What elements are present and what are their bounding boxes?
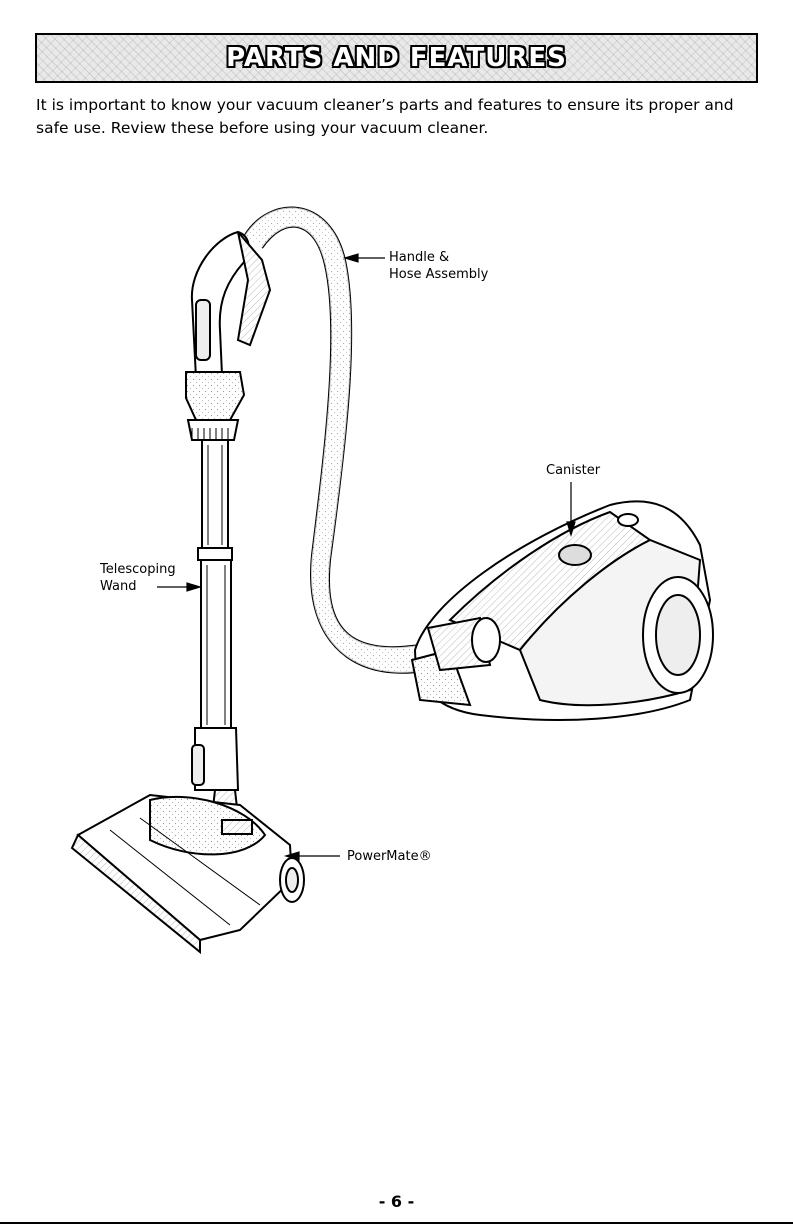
hose-connector bbox=[428, 618, 500, 670]
wand bbox=[192, 440, 240, 835]
label-telescoping-wand: Telescoping Wand bbox=[100, 561, 176, 595]
label-powermate: PowerMate® bbox=[347, 848, 432, 865]
powermate-nozzle bbox=[72, 795, 304, 952]
page-number: - 6 - bbox=[0, 1192, 793, 1211]
label-canister: Canister bbox=[546, 462, 600, 479]
canister-body bbox=[412, 501, 713, 720]
label-handle: Handle & Hose Assembly bbox=[389, 249, 488, 283]
bottom-rule bbox=[0, 1222, 793, 1224]
handle bbox=[186, 232, 270, 440]
